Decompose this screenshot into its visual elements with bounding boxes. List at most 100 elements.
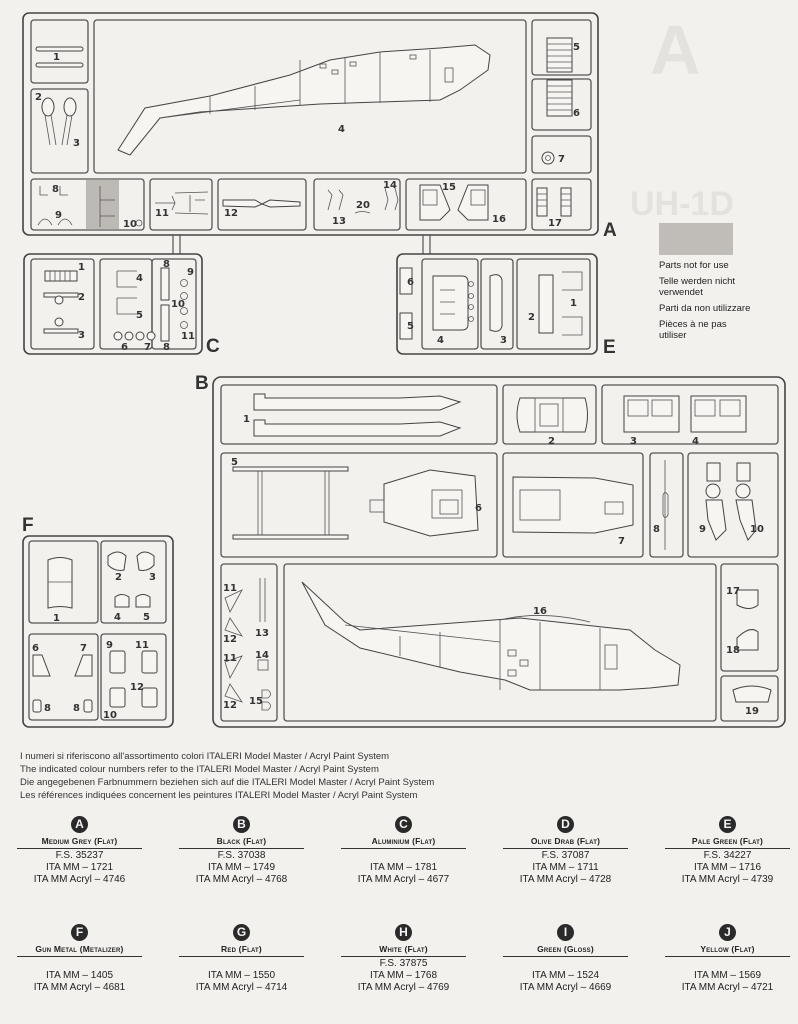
svg-text:11: 11 xyxy=(223,653,237,664)
svg-text:6: 6 xyxy=(121,342,128,353)
paint-acryl: ITA MM Acryl – 4739 xyxy=(681,874,774,885)
svg-text:6: 6 xyxy=(475,503,482,514)
paint-fs: F.S. 37038 xyxy=(217,850,266,861)
paint-acryl: ITA MM Acryl – 4677 xyxy=(357,874,450,885)
paint-i: I Green (Gloss) ITA MM – 1524 ITA MM Acr… xyxy=(503,924,628,994)
note-en: The indicated colour numbers refer to th… xyxy=(20,764,379,775)
paint-fs xyxy=(341,850,466,862)
paint-fs: F.S. 35237 xyxy=(55,850,104,861)
paint-name: Red (Flat) xyxy=(179,944,304,957)
svg-text:1: 1 xyxy=(243,414,250,425)
svg-text:12: 12 xyxy=(130,682,144,693)
paint-fs: F.S. 37875 xyxy=(379,958,428,969)
svg-text:B: B xyxy=(195,373,209,394)
svg-text:E: E xyxy=(603,337,616,358)
svg-text:8: 8 xyxy=(163,342,170,353)
paint-name: Black (Flat) xyxy=(179,836,304,849)
svg-text:8: 8 xyxy=(52,184,59,195)
svg-text:4: 4 xyxy=(114,612,121,623)
svg-text:4: 4 xyxy=(136,273,143,284)
paint-acryl: ITA MM Acryl – 4721 xyxy=(681,982,774,993)
svg-text:8: 8 xyxy=(73,703,80,714)
note-de: Die angegebenen Farbnummern beziehen sic… xyxy=(20,777,435,788)
svg-text:10: 10 xyxy=(750,524,764,535)
paint-acryl: ITA MM Acryl – 4728 xyxy=(519,874,612,885)
paint-h: H White (Flat) F.S. 37875 ITA MM – 1768 … xyxy=(341,924,466,994)
svg-text:16: 16 xyxy=(492,214,506,225)
paint-name: Olive Drab (Flat) xyxy=(503,836,628,849)
svg-text:8: 8 xyxy=(44,703,51,714)
svg-text:2: 2 xyxy=(35,92,42,103)
paint-j: J Yellow (Flat) ITA MM – 1569 ITA MM Acr… xyxy=(665,924,790,994)
paint-acryl: ITA MM Acryl – 4681 xyxy=(33,982,126,993)
paint-b: B Black (Flat) F.S. 37038 ITA MM – 1749 … xyxy=(179,816,304,886)
not-for-use-swatch xyxy=(659,223,733,255)
svg-text:7: 7 xyxy=(144,342,151,353)
paint-a: A Medium Grey (Flat) F.S. 35237 ITA MM –… xyxy=(17,816,142,886)
paint-code-badge: H xyxy=(395,924,412,941)
svg-text:19: 19 xyxy=(745,706,759,717)
paint-name: Medium Grey (Flat) xyxy=(17,836,142,849)
svg-text:7: 7 xyxy=(618,536,625,547)
paint-mm: ITA MM – 1781 xyxy=(369,862,438,873)
legend-text-it: Parti da non utilizzare xyxy=(659,303,751,314)
paint-fs: F.S. 37087 xyxy=(541,850,590,861)
svg-text:5: 5 xyxy=(136,310,143,321)
paint-mm: ITA MM – 1405 xyxy=(45,970,114,981)
paint-fs xyxy=(503,958,628,970)
svg-text:2: 2 xyxy=(548,436,555,447)
svg-text:11: 11 xyxy=(223,583,237,594)
paint-acryl: ITA MM Acryl – 4669 xyxy=(519,982,612,993)
paint-code-badge: E xyxy=(719,816,736,833)
svg-text:F: F xyxy=(22,515,34,536)
svg-text:1: 1 xyxy=(53,52,60,63)
svg-text:5: 5 xyxy=(231,457,238,468)
sprue-a: 1 2 3 4 5 6 7 8 9 10 11 12 13 14 15 16 1… xyxy=(22,12,617,241)
svg-text:5: 5 xyxy=(407,321,414,332)
svg-text:10: 10 xyxy=(103,710,117,721)
paint-mm: ITA MM – 1716 xyxy=(693,862,762,873)
sprue-e: 6 5 4 3 2 1 E xyxy=(396,253,616,358)
paint-fs xyxy=(665,958,790,970)
paint-mm: ITA MM – 1768 xyxy=(369,970,438,981)
svg-text:15: 15 xyxy=(249,696,263,707)
svg-text:13: 13 xyxy=(255,628,269,639)
svg-text:18: 18 xyxy=(726,645,740,656)
paint-mm: ITA MM – 1711 xyxy=(532,862,599,873)
paint-d: D Olive Drab (Flat) F.S. 37087 ITA MM – … xyxy=(503,816,628,886)
svg-text:2: 2 xyxy=(115,572,122,583)
svg-text:1: 1 xyxy=(570,298,577,309)
paint-fs xyxy=(17,958,142,970)
paint-acryl: ITA MM Acryl – 4769 xyxy=(357,982,450,993)
paint-name: Pale Green (Flat) xyxy=(665,836,790,849)
legend-text-en: Parts not for use xyxy=(659,260,729,271)
svg-text:7: 7 xyxy=(80,643,87,654)
paint-name: Gun Metal (Metalizer) xyxy=(17,944,142,957)
svg-text:3: 3 xyxy=(149,572,156,583)
paint-mm: ITA MM – 1569 xyxy=(693,970,762,981)
paint-acryl: ITA MM Acryl – 4714 xyxy=(195,982,288,993)
svg-text:12: 12 xyxy=(223,634,237,645)
paint-code-badge: A xyxy=(71,816,88,833)
svg-text:15: 15 xyxy=(442,182,456,193)
paint-code-badge: G xyxy=(233,924,250,941)
paint-f: F Gun Metal (Metalizer) ITA MM – 1405 IT… xyxy=(17,924,142,994)
svg-text:3: 3 xyxy=(78,330,85,341)
svg-text:17: 17 xyxy=(726,586,740,597)
svg-text:16: 16 xyxy=(533,606,547,617)
paint-mm: ITA MM – 1721 xyxy=(45,862,114,873)
paint-mm: ITA MM – 1749 xyxy=(207,862,276,873)
svg-text:12: 12 xyxy=(223,700,237,711)
paint-mm: ITA MM – 1524 xyxy=(531,970,600,981)
paint-code-badge: I xyxy=(557,924,574,941)
svg-text:9: 9 xyxy=(106,640,113,651)
svg-text:12: 12 xyxy=(224,208,238,219)
svg-text:4: 4 xyxy=(338,124,345,135)
svg-text:4: 4 xyxy=(437,335,444,346)
svg-text:1: 1 xyxy=(78,262,85,273)
sprue-f: 1 2 3 4 5 6 7 8 8 9 10 11 12 F xyxy=(22,515,174,728)
svg-text:8: 8 xyxy=(163,259,170,270)
paint-acryl: ITA MM Acryl – 4746 xyxy=(33,874,126,885)
svg-text:6: 6 xyxy=(573,108,580,119)
svg-text:5: 5 xyxy=(143,612,150,623)
